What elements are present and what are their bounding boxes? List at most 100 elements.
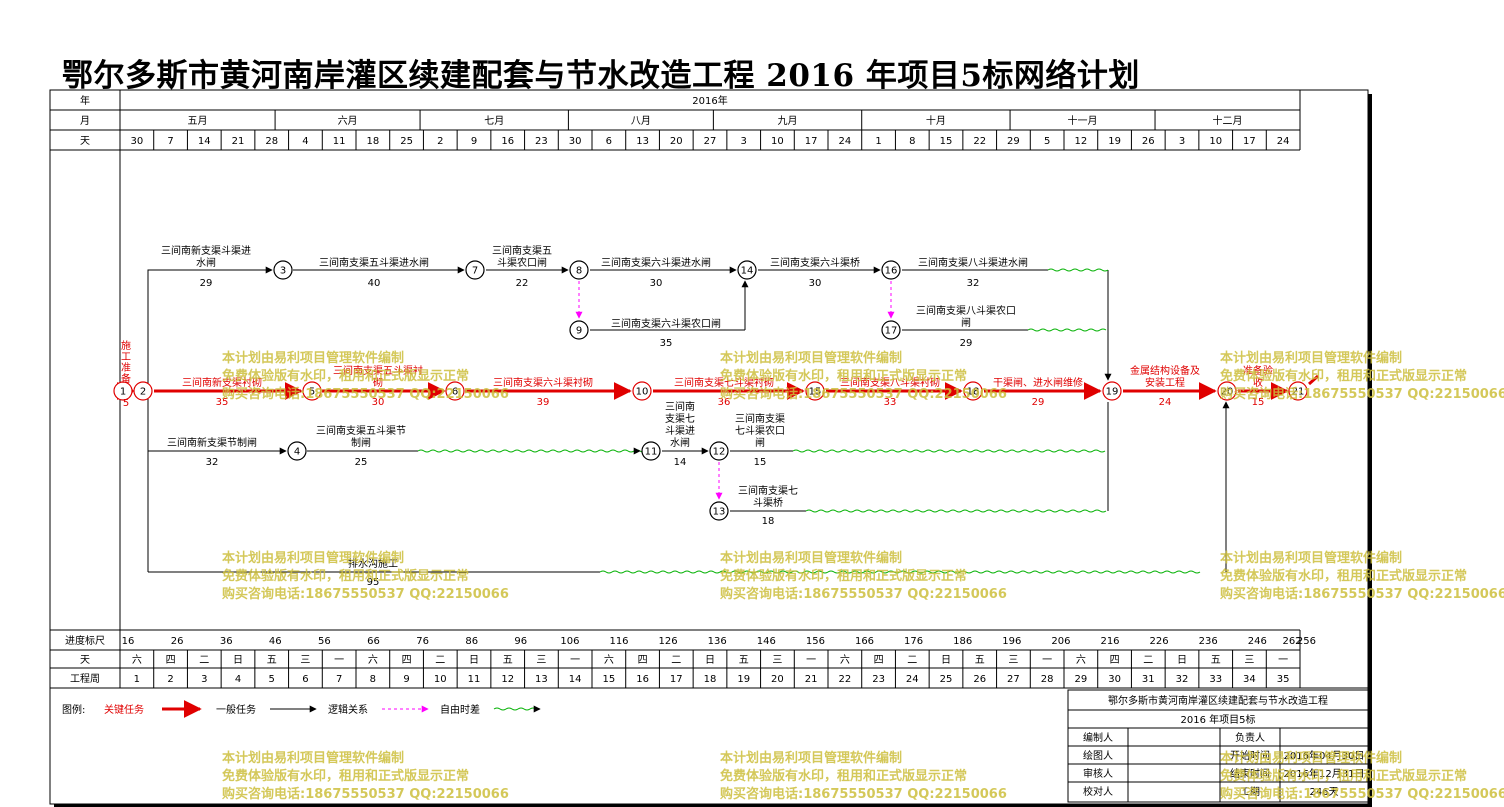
weekday-label: 六 bbox=[840, 654, 850, 666]
svg-text:三间南支渠八斗渠农口: 三间南支渠八斗渠农口 bbox=[916, 304, 1016, 317]
node-label: 6 bbox=[452, 387, 458, 398]
day-label: 10 bbox=[1209, 136, 1222, 147]
node-1: 1 bbox=[113, 381, 133, 401]
legend-float-label: 自由时差 bbox=[440, 703, 480, 716]
info-line2: 2016 年项目5标 bbox=[1181, 713, 1256, 726]
svg-text:准: 准 bbox=[121, 362, 131, 374]
info-duration: 246天 bbox=[1309, 787, 1338, 798]
info-label-start: 开始时间 bbox=[1230, 749, 1270, 762]
day-label: 25 bbox=[400, 136, 413, 147]
year-row-label: 年 bbox=[80, 94, 90, 107]
svg-text:29: 29 bbox=[1032, 397, 1045, 408]
weekday-label: 三 bbox=[1244, 655, 1254, 666]
svg-text:25: 25 bbox=[355, 457, 368, 468]
svg-text:三间南支渠八斗渠衬砌: 三间南支渠八斗渠衬砌 bbox=[840, 376, 940, 389]
arrow-21-end bbox=[1308, 374, 1319, 386]
day-label: 16 bbox=[501, 136, 514, 147]
weekday-label: 六 bbox=[1076, 654, 1086, 666]
day-label: 14 bbox=[198, 136, 211, 147]
day-label: 18 bbox=[366, 136, 379, 147]
weekday-label: 一 bbox=[570, 655, 580, 666]
task-labels: 施 工 准 备 5 三间南新支渠斗渠进 水闸 29 三间南支渠五斗渠进水闸 40… bbox=[121, 244, 1273, 588]
month-label: 十二月 bbox=[1213, 114, 1243, 127]
node-label: 4 bbox=[294, 447, 300, 458]
scale-row-label: 进度标尺 bbox=[65, 634, 105, 647]
svg-text:三间南支渠六斗渠农口闸: 三间南支渠六斗渠农口闸 bbox=[611, 317, 721, 330]
day-label: 5 bbox=[1044, 136, 1050, 147]
info-label-drawer: 绘图人 bbox=[1083, 749, 1113, 762]
node-5: 5 bbox=[302, 381, 322, 401]
info-label-owner: 负责人 bbox=[1235, 731, 1265, 744]
weekday-label: 四 bbox=[402, 655, 412, 666]
node-label: 3 bbox=[280, 266, 286, 277]
week-label: 8 bbox=[370, 674, 376, 685]
float-4-11 bbox=[417, 449, 653, 453]
svg-text:三间南: 三间南 bbox=[665, 400, 695, 413]
svg-text:支渠七: 支渠七 bbox=[665, 413, 695, 425]
month-label: 八月 bbox=[631, 115, 651, 127]
day-label: 30 bbox=[569, 136, 582, 147]
day-label: 11 bbox=[333, 136, 346, 147]
svg-text:斗渠桥: 斗渠桥 bbox=[753, 497, 783, 509]
task-label-0a: 施 bbox=[121, 339, 131, 352]
week-label: 18 bbox=[704, 674, 717, 685]
node-12: 12 bbox=[709, 441, 729, 461]
node-13: 13 bbox=[709, 501, 729, 521]
scale-label: 196 bbox=[1002, 636, 1021, 647]
month-label: 十一月 bbox=[1068, 114, 1098, 127]
svg-text:14: 14 bbox=[674, 457, 687, 468]
svg-text:22: 22 bbox=[516, 278, 529, 289]
day-row-label: 天 bbox=[80, 136, 90, 147]
weekday-labels: 六四二日五三一六四二日五三一六四二日五三一六四二日五三一六四二日五三一 bbox=[132, 654, 1288, 666]
day-label: 8 bbox=[909, 136, 915, 147]
svg-text:砌: 砌 bbox=[373, 377, 383, 389]
week-label: 6 bbox=[302, 674, 308, 685]
svg-text:三间南支渠八斗渠进水闸: 三间南支渠八斗渠进水闸 bbox=[918, 256, 1028, 269]
svg-text:30: 30 bbox=[650, 278, 663, 289]
day-label: 13 bbox=[636, 136, 649, 147]
scale-label: 36 bbox=[220, 636, 233, 647]
weekday-label: 二 bbox=[199, 655, 209, 666]
svg-text:36: 36 bbox=[718, 397, 731, 408]
node-7: 7 bbox=[465, 260, 485, 280]
node-label: 15 bbox=[809, 387, 822, 398]
week-label: 31 bbox=[1142, 674, 1155, 685]
node-6: 6 bbox=[445, 381, 465, 401]
float-drain-20 bbox=[599, 570, 1201, 574]
scale-label: 66 bbox=[367, 636, 380, 647]
scale-label: 156 bbox=[806, 636, 825, 647]
weekday-row-label: 天 bbox=[80, 655, 90, 666]
week-label: 27 bbox=[1007, 674, 1020, 685]
week-label: 34 bbox=[1243, 674, 1256, 685]
scale-label: 136 bbox=[708, 636, 727, 647]
weekday-label: 日 bbox=[469, 655, 479, 666]
day-label: 4 bbox=[302, 136, 308, 147]
scale-label: 126 bbox=[659, 636, 678, 647]
legend-critical-label: 关键任务 bbox=[104, 703, 144, 716]
svg-text:干渠闸、进水闸维修: 干渠闸、进水闸维修 bbox=[993, 376, 1083, 389]
day-label: 30 bbox=[130, 136, 143, 147]
day-label: 26 bbox=[1142, 136, 1155, 147]
weekday-label: 日 bbox=[233, 655, 243, 666]
day-label: 24 bbox=[838, 136, 851, 147]
weekday-label: 二 bbox=[435, 655, 445, 666]
week-label: 5 bbox=[269, 674, 275, 685]
day-label: 12 bbox=[1074, 136, 1087, 147]
svg-text:24: 24 bbox=[1159, 397, 1172, 408]
svg-text:30: 30 bbox=[809, 278, 822, 289]
week-label: 30 bbox=[1108, 674, 1121, 685]
float-16-19 bbox=[1047, 268, 1109, 272]
legend-normal-label: 一般任务 bbox=[216, 703, 256, 716]
svg-text:金属结构设备及: 金属结构设备及 bbox=[1130, 364, 1200, 377]
month-label: 五月 bbox=[188, 115, 208, 127]
node-19: 19 bbox=[1102, 381, 1122, 401]
week-label: 22 bbox=[838, 674, 851, 685]
week-label: 14 bbox=[569, 674, 582, 685]
svg-text:三间南支渠七斗渠衬砌: 三间南支渠七斗渠衬砌 bbox=[674, 376, 774, 389]
scale-label: 166 bbox=[855, 636, 874, 647]
node-21: 21 bbox=[1288, 381, 1308, 401]
scale-label: 176 bbox=[904, 636, 923, 647]
